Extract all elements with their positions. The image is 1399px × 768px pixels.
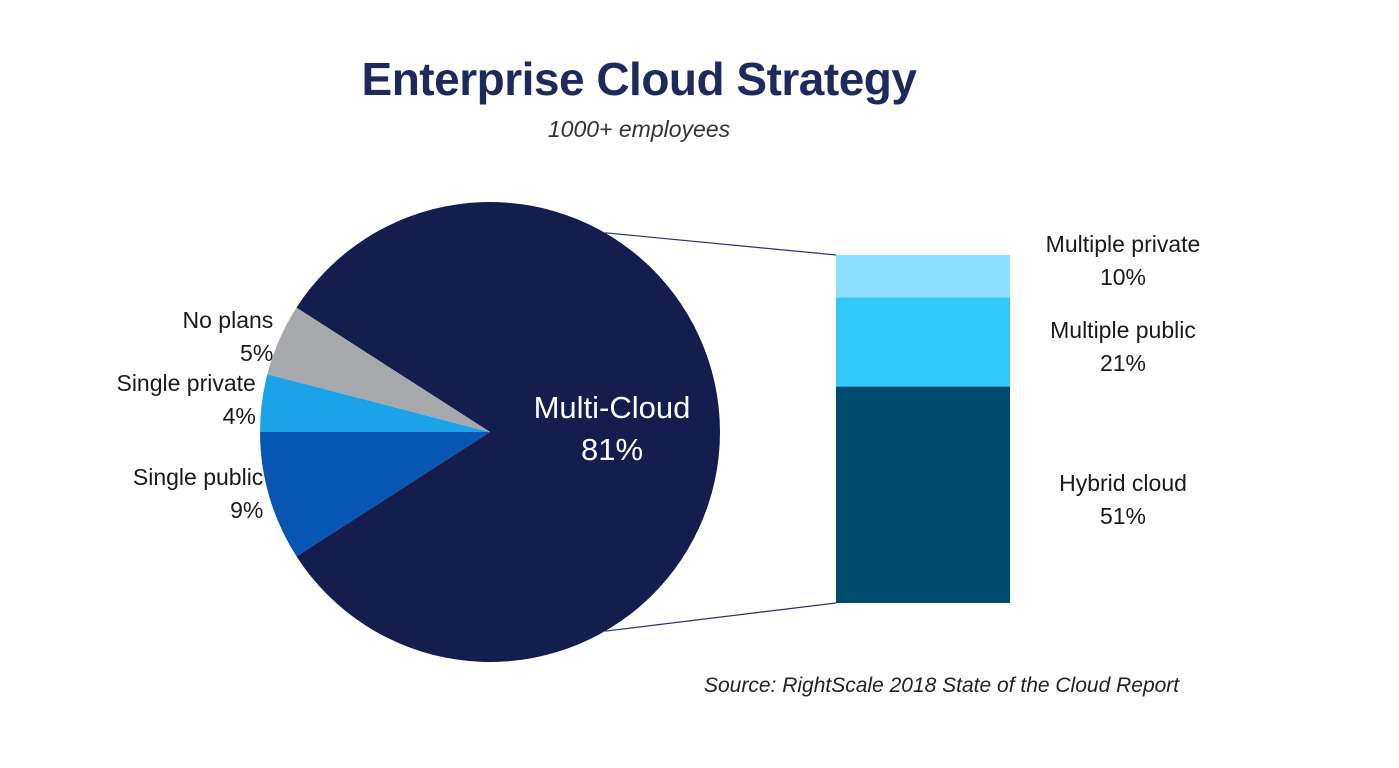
pie-label-multi-cloud: Multi-Cloud 81% <box>534 390 691 467</box>
pie-label-no-plans-value: 5% <box>240 340 273 366</box>
chart-subtitle: 1000+ employees <box>547 116 731 142</box>
pie-slices <box>260 201 720 662</box>
bar-label-multiple-private-value: 10% <box>1100 264 1146 290</box>
labels: Multi-Cloud 81% Single public 9% Single priv… <box>116 231 1200 529</box>
bar-label-multiple-public-value: 21% <box>1100 350 1146 376</box>
source-note: Source: RightScale 2018 State of the Clo… <box>704 674 1180 697</box>
pie-label-no-plans-name: No plans <box>183 307 274 333</box>
bar-label-hybrid-cloud-value: 51% <box>1100 503 1146 529</box>
pie-label-multi-cloud-value: 81% <box>581 432 643 467</box>
pie-label-no-plans: No plans 5% <box>183 307 274 366</box>
bar-label-multiple-private-name: Multiple private <box>1046 231 1201 257</box>
bar-label-multiple-private: Multiple private 10% <box>1046 231 1201 290</box>
pie-label-single-public-value: 9% <box>230 497 263 523</box>
connector-lines <box>604 232 837 632</box>
pie-slice-no-plans <box>267 307 490 432</box>
bar-segment-hybrid-cloud <box>836 386 1010 603</box>
bar-segment-multiple-private <box>836 255 1010 298</box>
connector-line-bottom <box>604 602 837 632</box>
bar-label-multiple-public-name: Multiple public <box>1050 317 1196 343</box>
bar-segment-multiple-public <box>836 297 1010 387</box>
pie-slice-single-private <box>260 374 490 432</box>
pie-label-single-private-value: 4% <box>223 403 256 429</box>
bar-label-multiple-public: Multiple public 21% <box>1050 317 1196 376</box>
bar-segments <box>836 255 1010 603</box>
pie-slice-single-public <box>260 432 490 557</box>
pie-label-single-public: Single public 9% <box>133 464 263 523</box>
pie-label-multi-cloud-name: Multi-Cloud <box>534 390 691 425</box>
connector-line-top <box>604 232 837 256</box>
pie-slice-multi-cloud <box>296 201 720 662</box>
bar-label-hybrid-cloud-name: Hybrid cloud <box>1059 470 1187 496</box>
pie-label-single-public-name: Single public <box>133 464 263 490</box>
chart-title: Enterprise Cloud Strategy <box>361 53 917 105</box>
bar-label-hybrid-cloud: Hybrid cloud 51% <box>1059 470 1187 529</box>
pie-label-single-private: Single private 4% <box>116 370 255 429</box>
pie-label-single-private-name: Single private <box>116 370 255 396</box>
